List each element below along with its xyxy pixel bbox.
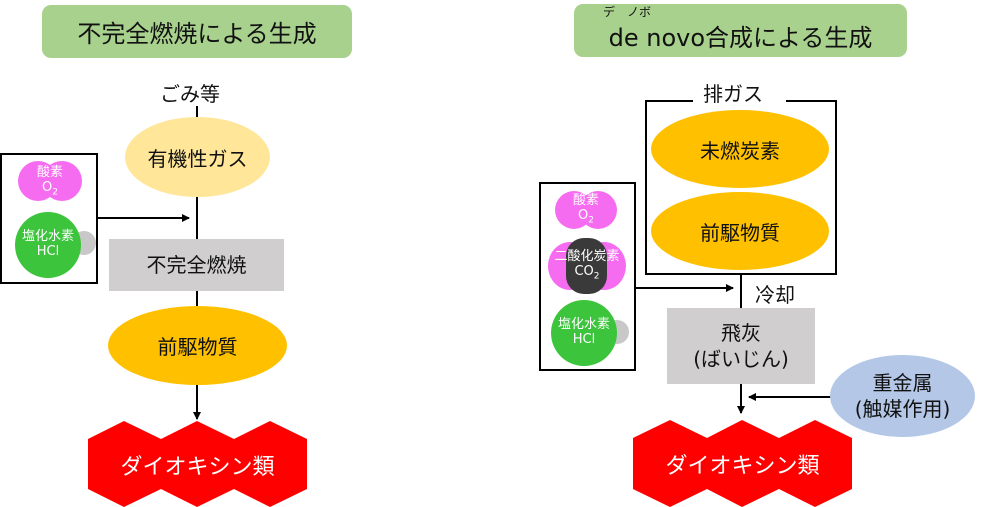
dioxin-text: ダイオキシン類 [665, 454, 820, 479]
left-hcl-molecule [15, 212, 96, 278]
molecule-formula: O2 [42, 180, 58, 198]
formula-subscript: 2 [593, 271, 600, 282]
exhaust-frame [645, 100, 837, 275]
unburned-carbon-ellipse: 未燃炭素 [651, 110, 829, 188]
right-co2-label: 二酸化炭素 CO2 [545, 246, 629, 286]
source-label: ごみ等 [160, 82, 220, 106]
right-oxygen-label: 酸素 O2 [561, 191, 611, 229]
formula-main: CO [574, 264, 594, 279]
formula-main: O [42, 180, 53, 195]
process-text: 不完全燃焼 [146, 253, 247, 277]
organic-gas-text: 有機性ガス [147, 146, 248, 171]
hexagon [234, 421, 307, 507]
right-molecules-box [539, 182, 636, 371]
left-precursor-ellipse: 前駆物質 [108, 306, 287, 385]
dioxin-text: ダイオキシン類 [120, 455, 275, 480]
right-title-text: de novo合成による生成 [608, 24, 873, 52]
left-title-text: 不完全燃焼による生成 [77, 20, 317, 48]
left-dioxin-label: ダイオキシン類 [88, 445, 307, 485]
fly-ash-line1: 飛灰 [721, 321, 761, 345]
hexagon [707, 420, 779, 507]
molecule-formula: O2 [578, 208, 594, 226]
hexagon [88, 421, 161, 507]
left-oxygen-molecule [18, 161, 82, 201]
formula-main: O [578, 208, 589, 223]
hexagon [633, 420, 707, 507]
fly-ash-box: 飛灰 (ばいじん) [667, 308, 815, 384]
left-dioxin-hexagons [88, 421, 307, 507]
left-title: 不完全燃焼による生成 [42, 5, 352, 58]
fly-ash-line2: (ばいじん) [693, 347, 789, 371]
formula-subscript: 2 [588, 215, 594, 226]
left-oxygen-label: 酸素 O2 [25, 163, 75, 201]
hexagon [779, 420, 852, 507]
molecule-formula: HCl [572, 332, 596, 347]
exhaust-label: 排ガス [700, 78, 766, 107]
chlorine-atom [551, 300, 617, 366]
right-oxygen-molecule [555, 191, 617, 229]
chlorine-atom [15, 212, 81, 278]
carbon-atom [566, 238, 607, 294]
cooling-label: 冷却 [755, 283, 795, 307]
right-title: de novo合成による生成 [574, 4, 907, 57]
organic-gas-ellipse: 有機性ガス [125, 117, 270, 197]
molecule-name: 酸素 [572, 193, 599, 209]
right-dioxin-hexagons [633, 420, 852, 507]
right-precursor-ellipse: 前駆物質 [651, 192, 829, 270]
precursor-text: 前駆物質 [700, 220, 780, 245]
heavy-metal-line2: (触媒作用) [854, 397, 951, 421]
left-hcl-label: 塩化水素 HCl [14, 226, 82, 264]
oxygen-atom [42, 161, 82, 201]
molecule-formula: HCl [36, 244, 60, 259]
molecule-formula: CO2 [574, 264, 600, 282]
incomplete-combustion-box: 不完全燃焼 [109, 239, 284, 291]
left-molecules-box [0, 153, 98, 284]
right-co2-molecule [548, 238, 626, 294]
hexagon [161, 421, 234, 507]
molecule-name: 塩化水素 [21, 229, 74, 245]
heavy-metal-ellipse: 重金属 (触媒作用) [830, 355, 975, 437]
precursor-text: 前駆物質 [157, 335, 238, 359]
title-ruby: デ ノボ [603, 5, 652, 19]
unburned-carbon-text: 未燃炭素 [700, 138, 780, 163]
molecule-name: 二酸化炭素 [554, 249, 620, 265]
heavy-metal-line1: 重金属 [872, 371, 933, 395]
molecule-name: 酸素 [36, 165, 63, 181]
oxygen-atom [579, 191, 617, 229]
formula-subscript: 2 [52, 187, 58, 198]
right-dioxin-label: ダイオキシン類 [633, 444, 852, 484]
molecule-name: 塩化水素 [557, 317, 610, 333]
right-hcl-label: 塩化水素 HCl [550, 314, 618, 352]
right-hcl-molecule [551, 300, 629, 366]
